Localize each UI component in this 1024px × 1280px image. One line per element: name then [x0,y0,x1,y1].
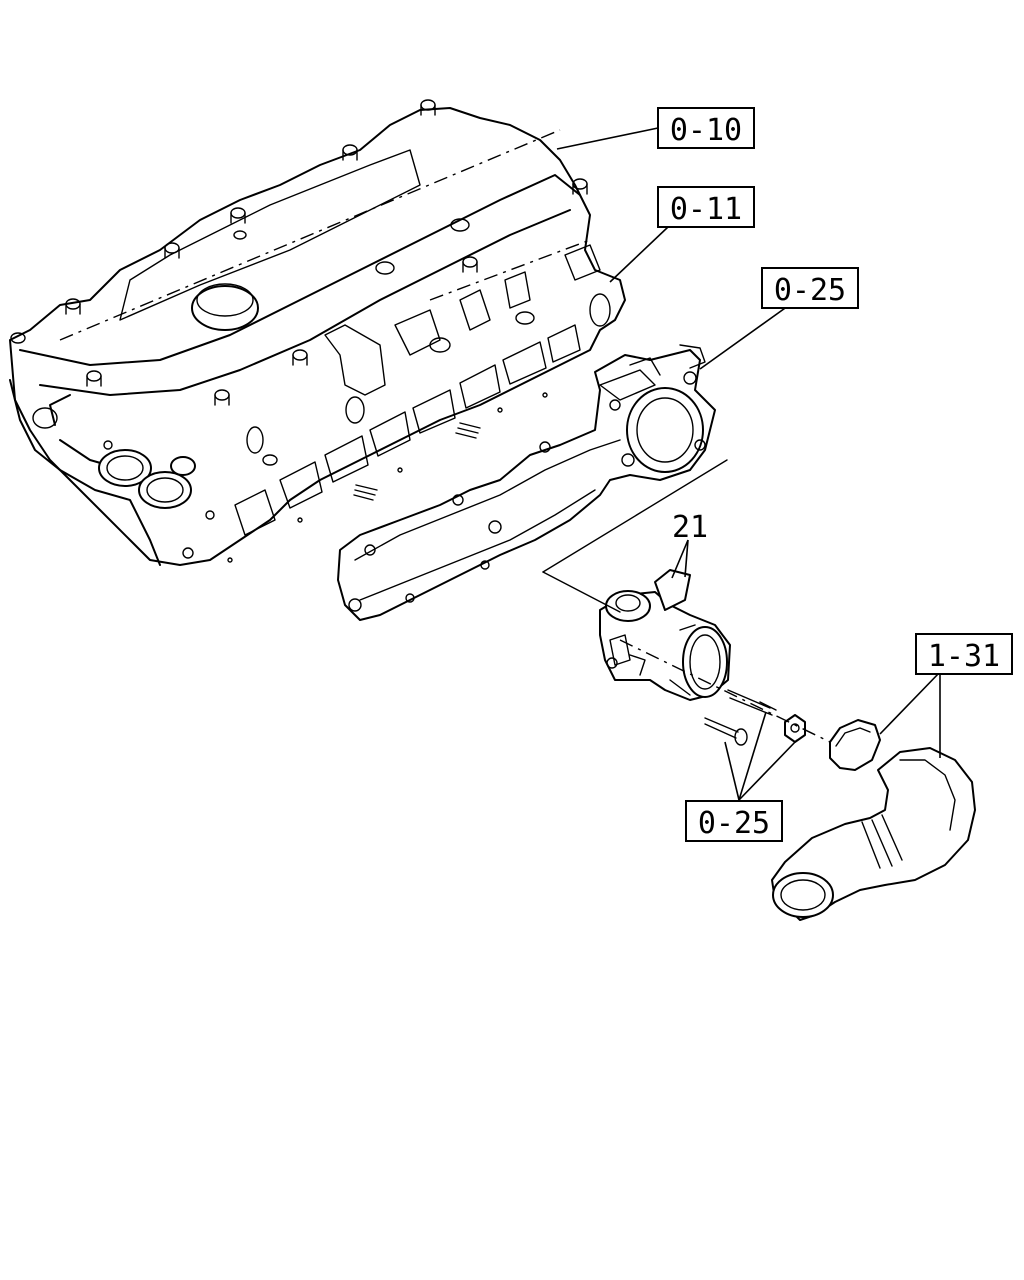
stud-bolts [353,422,481,501]
label-throttle-valve-text: 21 [672,510,708,545]
label-gasket[interactable]: 0-11 [657,186,755,228]
throttle-valve [599,569,731,701]
label-cylinder-head[interactable]: 0-10 [657,107,755,149]
label-gasket-text: 0-11 [670,192,742,227]
label-air-hose[interactable]: 1-31 [915,633,1013,675]
cylinder-head-assembly [9,99,626,566]
label-fasteners[interactable]: 0-25 [685,800,783,842]
mounting-guide-lines [542,459,728,613]
air-hose-assembly [771,719,976,921]
label-intake-manifold[interactable]: 0-25 [761,267,859,309]
label-fasteners-text: 0-25 [698,806,770,841]
throttle-fasteners [619,639,831,746]
label-air-hose-text: 1-31 [928,639,1000,674]
intake-manifold [337,344,716,621]
label-cylinder-head-text: 0-10 [670,113,742,148]
leader-lines [556,127,941,801]
label-intake-manifold-text: 0-25 [774,273,846,308]
label-throttle-valve[interactable]: 21 [672,510,708,545]
